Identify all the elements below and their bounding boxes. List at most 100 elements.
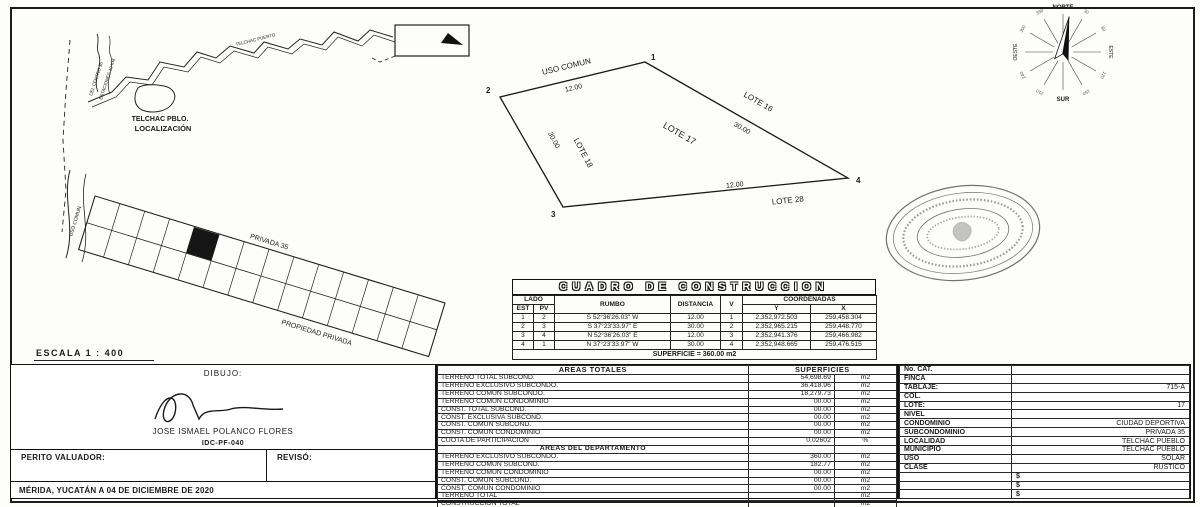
cell: m2: [833, 476, 898, 486]
cell: 2,352,972.503: [742, 313, 811, 323]
header-distancia: DISTANCIA: [670, 295, 721, 314]
cell: 2: [533, 313, 555, 323]
cell: 30.00: [670, 340, 721, 350]
cell: [747, 492, 835, 502]
perito-valuador-label: PERITO VALUADOR:: [21, 453, 106, 462]
cell: S 52°36'26.03" W: [554, 313, 671, 323]
uso-comun-edge-label: USO COMUN: [541, 56, 592, 77]
currency-cell: $: [1011, 489, 1190, 500]
cell: TERRENO COMUN CONDOMINIO: [437, 397, 749, 407]
cell: 3: [533, 322, 555, 332]
cadastral-info-block: No. CAT. FINCA TABLAJE:715-A COL. LOTE:1…: [898, 364, 1191, 500]
cell: 00.00: [747, 429, 835, 439]
cell: 00.00: [747, 397, 835, 407]
table-row: LOTE:17: [899, 400, 1190, 411]
cell: 259,448.770: [809, 322, 878, 332]
cell: 2: [720, 322, 743, 332]
cell: 715-A: [1011, 382, 1190, 393]
cell: 1: [512, 313, 534, 323]
cell: 12.00: [670, 331, 721, 341]
compass-tick: 150: [1081, 88, 1090, 96]
table-row: $: [899, 480, 1190, 491]
table-row: AREAS DEL DEPARTAMENTO: [437, 445, 898, 454]
neighbor-lote16-label: LOTE 16: [742, 90, 775, 114]
location-subtitle: LOCALIZACIÓN: [135, 124, 192, 133]
road-label: TELCHAC PUERTO: [235, 32, 276, 47]
subdivision-lot-lines: [103, 203, 419, 349]
cell: 12.00: [670, 313, 721, 323]
cell: 259,466.982: [809, 331, 878, 341]
areas-header-right: SUPERFICIES: [747, 365, 898, 375]
road-branch: [107, 35, 113, 95]
cell: m2: [833, 374, 898, 383]
subdivision-center-line: [86, 222, 437, 331]
town-outline: [134, 84, 176, 113]
cell: 4: [512, 340, 534, 350]
cell: SUBCONDOMINIO: [899, 427, 1012, 438]
vertex-label-1: 1: [651, 53, 656, 62]
cell: m2: [833, 405, 898, 415]
table-row: LADO RUMBO DISTANCIA V COORDENADAS: [512, 295, 878, 314]
cell: TELCHAC PUEBLO: [1011, 445, 1190, 455]
place-and-date: MÉRIDA, YUCATÁN A 04 DE DICIEMBRE DE 202…: [19, 486, 214, 495]
cell: TERRENO TOTAL SUBCOND.: [437, 374, 749, 383]
currency-cell: $: [1011, 480, 1190, 491]
boundary-dashed-line: [61, 39, 71, 233]
cell: [1011, 365, 1190, 375]
road-line: [87, 29, 394, 103]
road-branch: [95, 33, 101, 93]
compass-north-label: NORTE: [1053, 5, 1074, 11]
cell: 36,418.96: [747, 381, 835, 391]
subject-lot-highlight: [186, 227, 220, 261]
compass-rose: NORTE SUR ESTE OESTE 30 60 120 150 210 2…: [1013, 5, 1113, 103]
cell: m2: [833, 413, 898, 423]
title-block: DIBUJO: JOSE ISMAEL POLANCO FLORES IDC-P…: [10, 364, 436, 499]
construction-table-title: CUADRO DE CONSTRUCCION: [512, 279, 876, 295]
document-code: IDC-PF-040: [201, 440, 245, 447]
cell: 2,352,941.376: [742, 331, 811, 341]
cell: TELCHAC PUEBLO: [1011, 436, 1190, 447]
seal-ring: [893, 192, 1033, 274]
cell: CONST. COMUN CONDOMINIO: [437, 429, 749, 439]
cell: S 37°23'33.97" E: [554, 322, 671, 332]
dimension-right: 30.00: [732, 121, 751, 136]
dimension-left: 30.00: [546, 131, 560, 150]
cell: TERRENO COMUN SUBCOND.: [437, 460, 749, 470]
compass-south-label: SUR: [1057, 97, 1070, 103]
cell: [899, 471, 1012, 482]
cell: 00.00: [747, 468, 835, 478]
table-row: TABLAJE:715-A: [899, 382, 1190, 393]
cell: m2: [833, 397, 898, 407]
vertex-label-4: 4: [856, 176, 861, 185]
seal-ring-text: [902, 198, 1024, 268]
areas-header-left: AREAS TOTALES: [437, 365, 749, 375]
cell: 1: [720, 313, 743, 323]
location-sketch: [61, 24, 470, 233]
cell: [747, 445, 835, 454]
header-x: X: [809, 304, 878, 314]
cell: m2: [833, 484, 898, 494]
cell: PRIVADA 35: [1011, 427, 1190, 438]
road-line: [91, 34, 396, 108]
cell: No. CAT.: [899, 365, 1012, 375]
cell: m2: [833, 381, 898, 391]
signatures-row: PERITO VALUADOR: REVISÓ:: [11, 449, 435, 482]
terreno-total-label: TERRENO TOTAL: [437, 492, 749, 502]
cell: m2: [833, 389, 898, 399]
compass-tick: 300: [1019, 24, 1027, 33]
compass-tick: 120: [1099, 71, 1107, 80]
cell: CLASE: [899, 462, 1012, 473]
neighbor-lote28-label: LOTE 28: [771, 194, 804, 206]
